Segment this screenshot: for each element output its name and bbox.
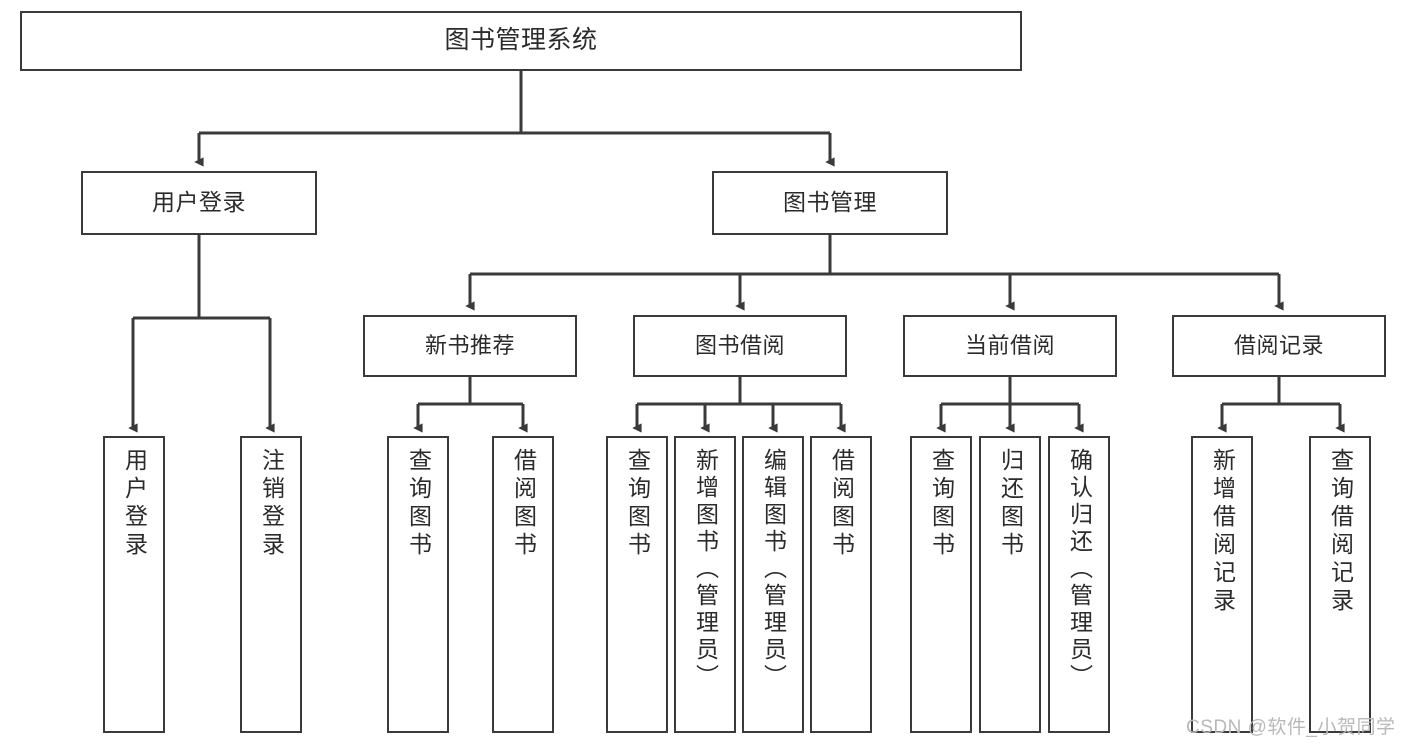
node-label: 图书管理系统 [444,26,598,55]
leaf-query-book-borrow[interactable]: 查询图书 [606,436,668,733]
node-label: 新增借阅记录 [1209,448,1236,616]
node-label: 新书推荐 [424,333,515,359]
node-label: 当前借阅 [964,333,1055,359]
leaf-query-book-current[interactable]: 查询图书 [910,436,972,733]
node-label: 查询借阅记录 [1327,448,1354,616]
leaf-add-book-admin[interactable]: 新增图书（管理员） [674,436,736,733]
leaf-borrow-book[interactable]: 借阅图书 [810,436,872,733]
node-new-book-recommend[interactable]: 新书推荐 [363,315,577,377]
node-label: 确认归还（管理员） [1066,448,1093,691]
watermark-text: CSDN @软件_小贺同学 [1186,717,1396,738]
node-label: 借阅图书 [828,448,855,560]
node-label: 借阅记录 [1233,333,1324,359]
leaf-return-book[interactable]: 归还图书 [979,436,1041,733]
node-user-login[interactable]: 用户登录 [81,171,317,235]
node-label: 借阅图书 [510,448,537,560]
leaf-edit-book-admin[interactable]: 编辑图书（管理员） [742,436,804,733]
node-label: 用户登录 [121,448,148,560]
node-label: 注销登录 [258,448,285,560]
node-label: 查询图书 [928,448,955,560]
leaf-query-book-recommend[interactable]: 查询图书 [387,436,449,733]
leaf-user-login[interactable]: 用户登录 [103,436,165,733]
node-label: 查询图书 [405,448,432,560]
leaf-add-borrow-record[interactable]: 新增借阅记录 [1191,436,1253,733]
node-borrow-record[interactable]: 借阅记录 [1172,315,1386,377]
leaf-logout[interactable]: 注销登录 [240,436,302,733]
node-book-borrow[interactable]: 图书借阅 [633,315,847,377]
leaf-borrow-book-recommend[interactable]: 借阅图书 [492,436,554,733]
node-current-borrow[interactable]: 当前借阅 [903,315,1117,377]
node-label: 编辑图书（管理员） [760,448,787,691]
node-label: 图书管理 [783,189,877,216]
node-label: 用户登录 [152,189,246,216]
leaf-query-borrow-record[interactable]: 查询借阅记录 [1309,436,1371,733]
leaf-confirm-return-admin[interactable]: 确认归还（管理员） [1048,436,1110,733]
node-label: 归还图书 [997,448,1024,560]
node-label: 查询图书 [624,448,651,560]
node-label: 图书借阅 [694,333,785,359]
node-root-system[interactable]: 图书管理系统 [20,11,1022,71]
node-label: 新增图书（管理员） [692,448,719,691]
node-book-management[interactable]: 图书管理 [712,171,948,235]
